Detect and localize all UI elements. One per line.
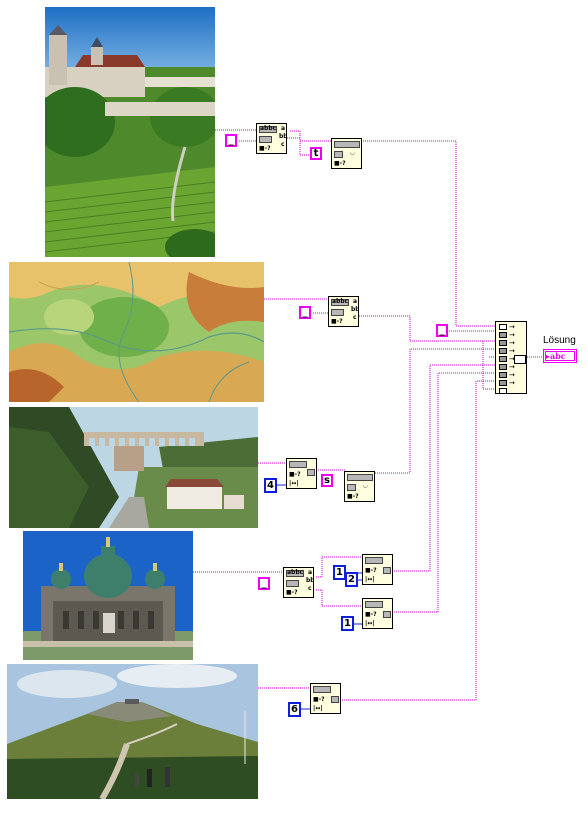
numeric-constant[interactable]: 6	[288, 702, 301, 717]
mountain-hikers-photo	[7, 664, 258, 799]
string-subset-node[interactable]: ■-? |↔|	[362, 554, 393, 585]
string-constant[interactable]: _	[299, 306, 311, 319]
search-split-string-node[interactable]: ◡ ■-?	[344, 471, 375, 502]
numeric-constant[interactable]: 2	[345, 572, 358, 587]
terrain-relief-map	[9, 262, 264, 402]
match-pattern-node[interactable]: abbc a bb c ■-?	[328, 296, 359, 327]
indicator-label: Lösung	[543, 335, 576, 346]
match-pattern-node[interactable]: abbc a bb c ■-?	[256, 123, 287, 154]
string-constant-t[interactable]: t	[310, 147, 322, 160]
search-split-string-node[interactable]: ◡ ■-?	[331, 138, 362, 169]
string-subset-node[interactable]: ■-? |↔|	[362, 598, 393, 629]
string-subset-node[interactable]: ■-? |↔|	[286, 458, 317, 489]
string-constant-s[interactable]: s	[321, 474, 333, 487]
numeric-constant[interactable]: 1	[341, 616, 354, 631]
match-pattern-node[interactable]: abbc a bb c ■-?	[283, 567, 314, 598]
string-indicator-glyph: ▸abc	[546, 351, 566, 361]
string-indicator-terminal[interactable]: ▸abc	[543, 349, 577, 363]
railway-viaduct-valley-photo	[9, 407, 258, 528]
string-constant[interactable]: _	[258, 577, 270, 590]
string-subset-node[interactable]: ■-? |↔|	[310, 683, 341, 714]
string-constant[interactable]: _	[436, 324, 448, 337]
numeric-constant[interactable]: 4	[264, 478, 277, 493]
castle-vineyard-photo	[45, 7, 215, 257]
string-constant[interactable]: _	[225, 134, 237, 147]
concatenate-strings-node[interactable]: → → → → → → → →	[495, 321, 527, 394]
domed-cathedral-photo	[23, 531, 193, 660]
